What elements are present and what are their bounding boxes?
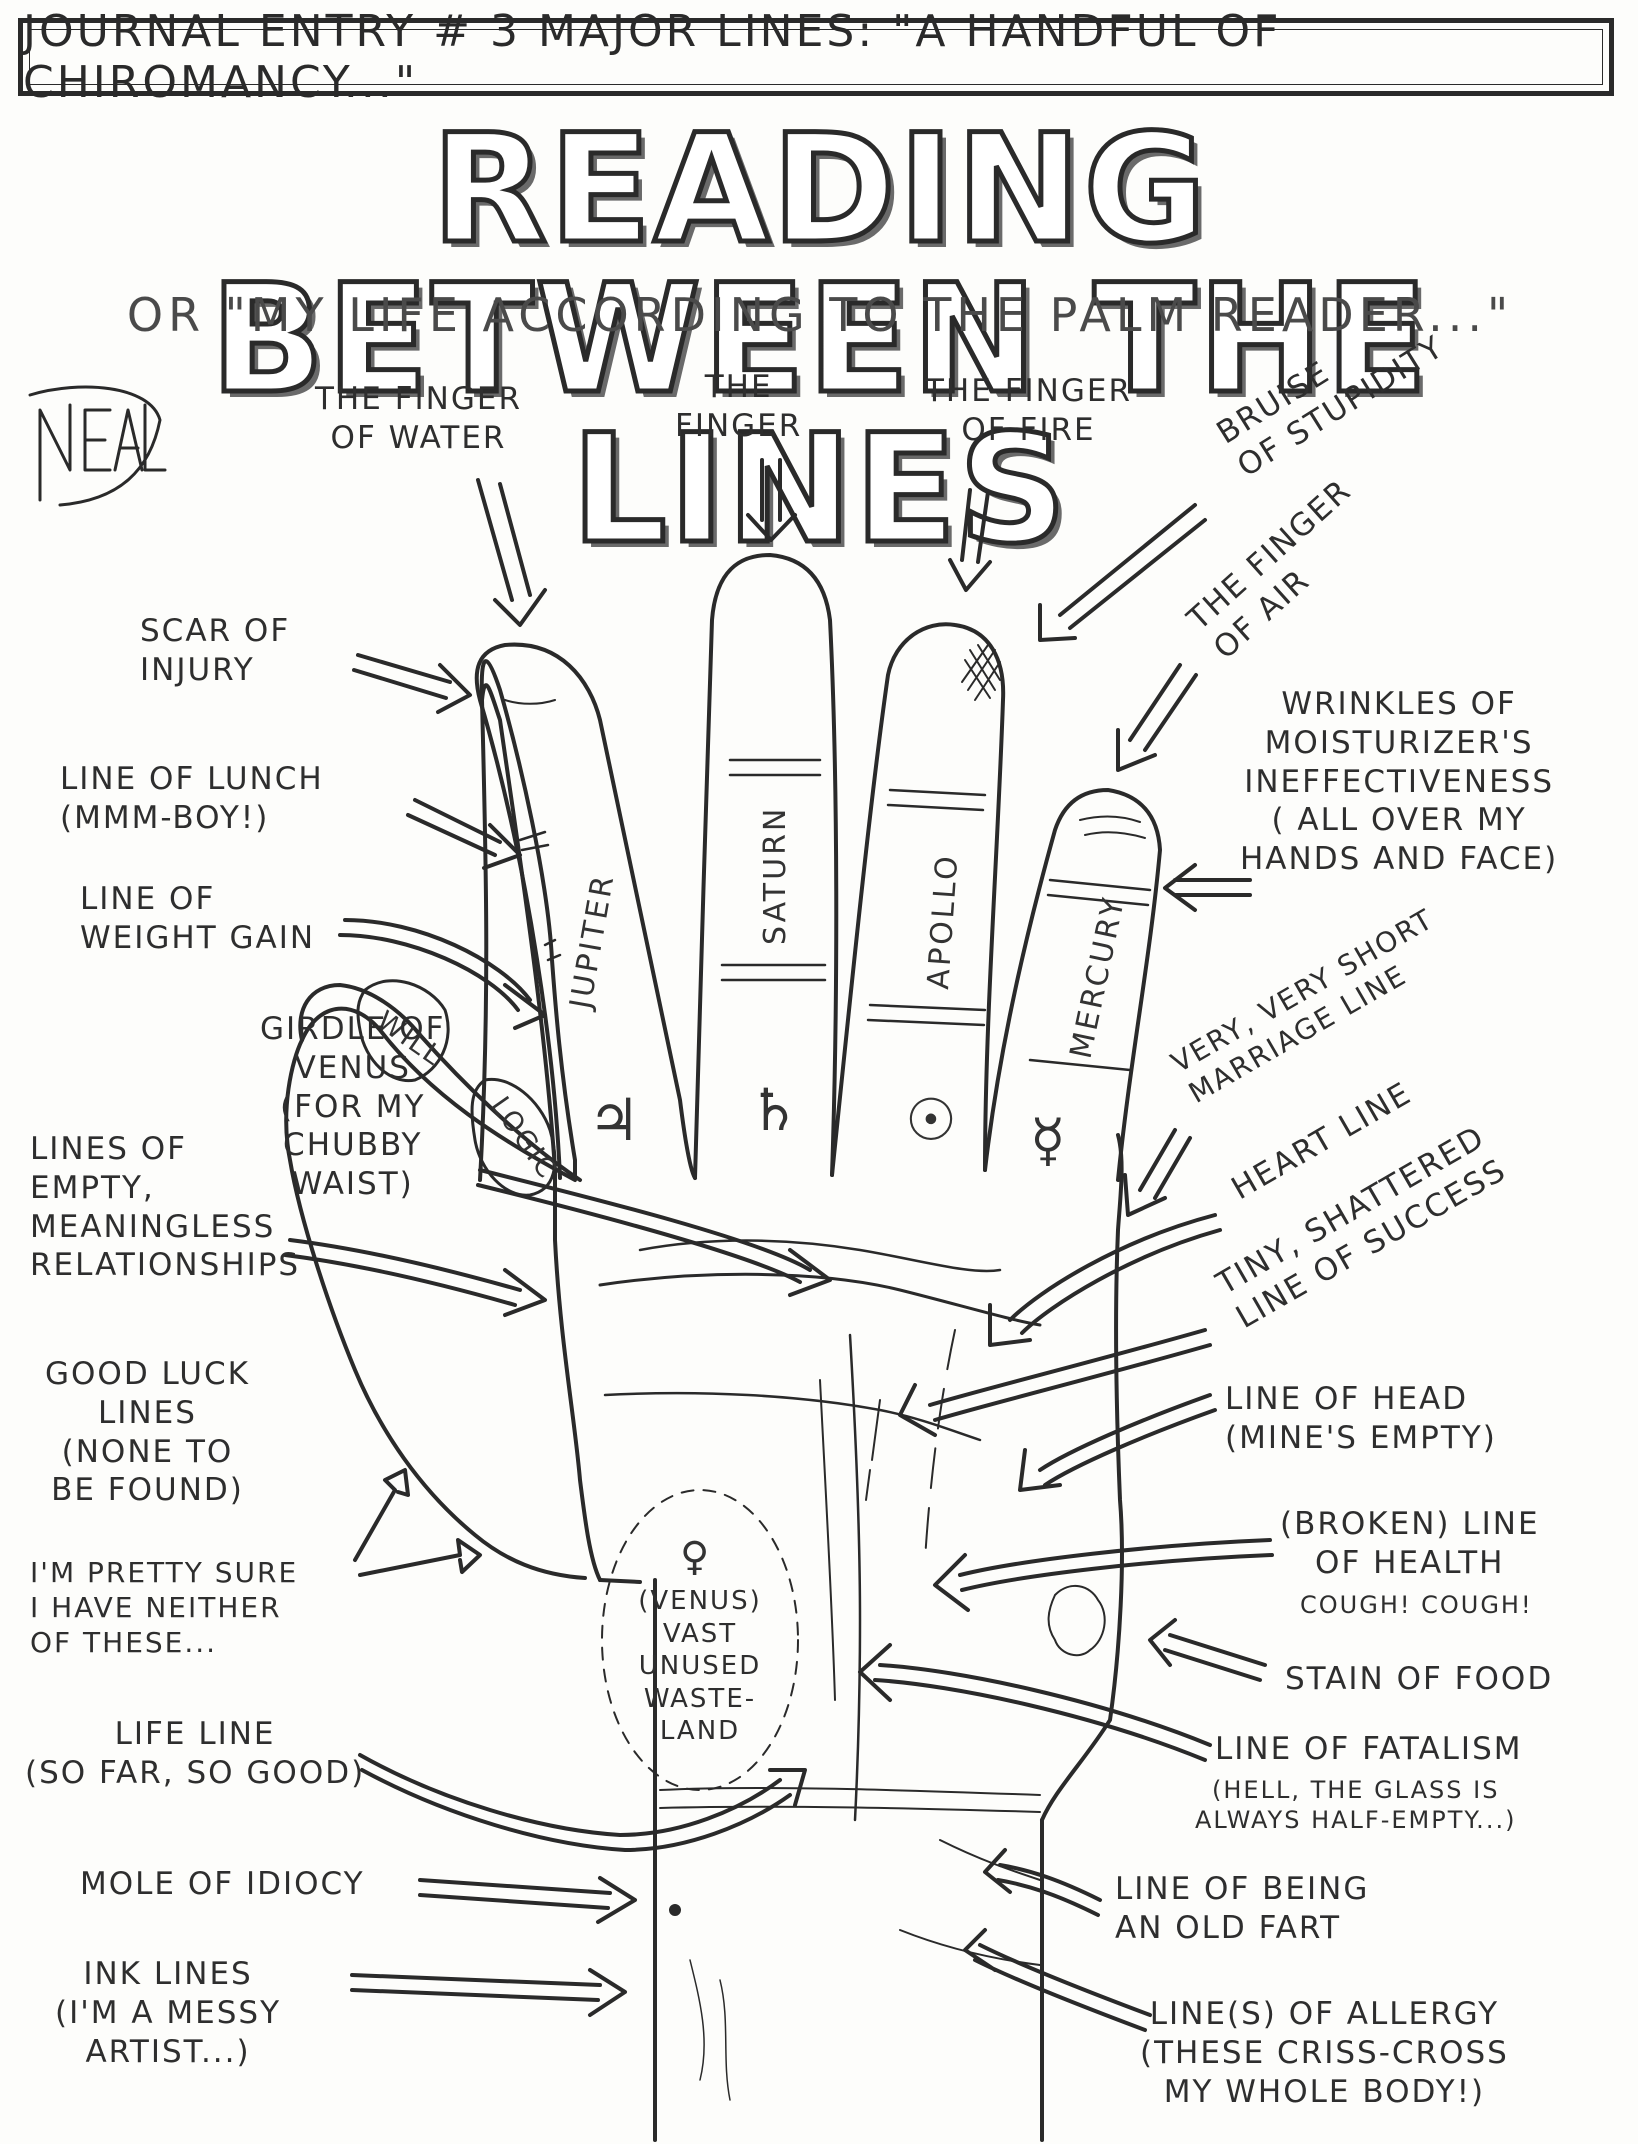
- label-line-of-weight-gain: LINE OF WEIGHT GAIN: [80, 881, 316, 956]
- venus-symbol: ♀: [680, 1534, 709, 1580]
- label-line-of-lunch: LINE OF LUNCH (MMM-BOY!): [60, 761, 324, 836]
- hand-outline: [284, 659, 587, 1580]
- label-girdle-of-venus: GIRDLE OF VENUS (FOR MY CHUBBY WAIST): [260, 1011, 446, 1202]
- heart-line: [598, 1272, 1042, 1327]
- food-stain: [1047, 1585, 1106, 1657]
- mercury-symbol: ☿: [1030, 1106, 1066, 1174]
- venus-oval: [601, 1489, 799, 1791]
- label-mole-of-idiocy: MOLE OF IDIOCY: [80, 1866, 365, 1902]
- main-title: READING BETWEEN THE LINES: [208, 103, 1431, 577]
- label-lines-of-empty: LINES OF EMPTY, MEANINGLESS RELATIONSHIP…: [30, 1131, 301, 1284]
- label-old-fart: LINE OF BEING AN OLD FART: [1115, 1871, 1370, 1946]
- finger-name-mercury: MERCURY: [1064, 893, 1133, 1062]
- head-line: [603, 1391, 982, 1442]
- label-ink-lines: INK LINES (I'M A MESSY ARTIST...): [55, 1956, 282, 2070]
- label-good-luck-lines: GOOD LUCK LINES (NONE TO BE FOUND): [45, 1356, 250, 1509]
- label-allergy: LINE(S) OF ALLERGY (THESE CRISS-CROSS MY…: [1140, 1996, 1509, 2110]
- label-stain-of-food: STAIN OF FOOD: [1285, 1661, 1554, 1697]
- fate-line: [848, 1333, 862, 1822]
- bruise-mark: [961, 644, 1001, 701]
- mole-dot: [669, 1904, 681, 1916]
- finger-name-saturn: SATURN: [758, 806, 793, 945]
- venus-wasteland-label: (VENUS) VAST UNUSED WASTE- LAND: [638, 1586, 762, 1746]
- journal-title-box: JOURNAL ENTRY # 3 MAJOR LINES: "A HANDFU…: [18, 6, 1614, 108]
- signature-logo: [28, 385, 167, 507]
- apollo-symbol: ☉: [905, 1086, 957, 1154]
- label-scar-of-injury: SCAR OF INJURY: [140, 613, 291, 688]
- label-the-finger: THE FINGER: [675, 369, 803, 444]
- label-cough: COUGH! COUGH!: [1300, 1591, 1533, 1619]
- label-wrinkles: WRINKLES OF MOISTURIZER'S INEFFECTIVENES…: [1240, 686, 1559, 877]
- girdle-line: [638, 1239, 1002, 1273]
- jupiter-symbol: ♃: [588, 1086, 640, 1154]
- health-line: [924, 1329, 956, 1561]
- finger-name-jupiter: JUPITER: [563, 871, 622, 1014]
- saturn-symbol: ♄: [748, 1076, 800, 1144]
- label-line-of-head: LINE OF HEAD (MINE'S EMPTY): [1225, 1381, 1497, 1456]
- label-fatalism-note: (HELL, THE GLASS IS ALWAYS HALF-EMPTY...…: [1195, 1776, 1517, 1834]
- subtitle: OR "MY LIFE ACCORDING TO THE PALM READER…: [126, 288, 1514, 342]
- label-line-of-health: (BROKEN) LINE OF HEALTH: [1280, 1506, 1540, 1581]
- label-finger-of-fire: THE FINGER OF FIRE: [925, 373, 1132, 448]
- label-line-of-fatalism: LINE OF FATALISM: [1215, 1731, 1523, 1767]
- finger-name-apollo: APOLLO: [921, 852, 965, 990]
- label-finger-of-water: THE FINGER OF WATER: [315, 381, 522, 456]
- success-line: [865, 1399, 881, 1501]
- label-neither: I'M PRETTY SURE I HAVE NEITHER OF THESE.…: [30, 1556, 299, 1659]
- label-life-line: LIFE LINE (SO FAR, SO GOOD): [25, 1716, 366, 1791]
